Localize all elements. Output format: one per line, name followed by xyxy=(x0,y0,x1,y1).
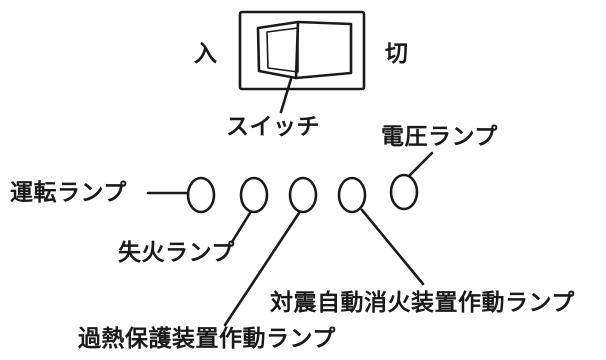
switch-housing xyxy=(238,10,366,91)
lamp-flame-failure[interactable] xyxy=(239,176,269,214)
flame-failure-leader-line xyxy=(230,211,252,244)
lamp-overheat-protection[interactable] xyxy=(288,176,318,214)
lamp-seismic-extinguish[interactable] xyxy=(337,176,367,214)
seismic-extinguish-lamp-label: 対震自動消火装置作動ランプ xyxy=(270,290,575,316)
overheat-leader-line xyxy=(223,211,301,327)
switch-off-label: 切 xyxy=(385,41,409,67)
voltage-lamp-label: 電圧ランプ xyxy=(381,124,498,150)
switch-on-label: 入 xyxy=(194,41,218,67)
rocker-switch[interactable] xyxy=(238,10,366,91)
switch-name-label: スイッチ xyxy=(226,114,320,140)
lamp-running[interactable] xyxy=(186,176,216,214)
voltage-leader-line xyxy=(407,151,434,178)
overheat-protection-lamp-label: 過熱保護装置作動ランプ xyxy=(78,326,336,352)
switch-leader-line xyxy=(279,77,293,114)
switch-rocker xyxy=(256,20,353,80)
flame-failure-lamp-label: 失火ランプ xyxy=(118,240,235,266)
lamp-voltage[interactable] xyxy=(389,173,419,211)
switch-rocker-face xyxy=(266,27,299,73)
running-lamp-label: 運転ランプ xyxy=(10,180,127,206)
seismic-leader-line xyxy=(360,208,425,286)
